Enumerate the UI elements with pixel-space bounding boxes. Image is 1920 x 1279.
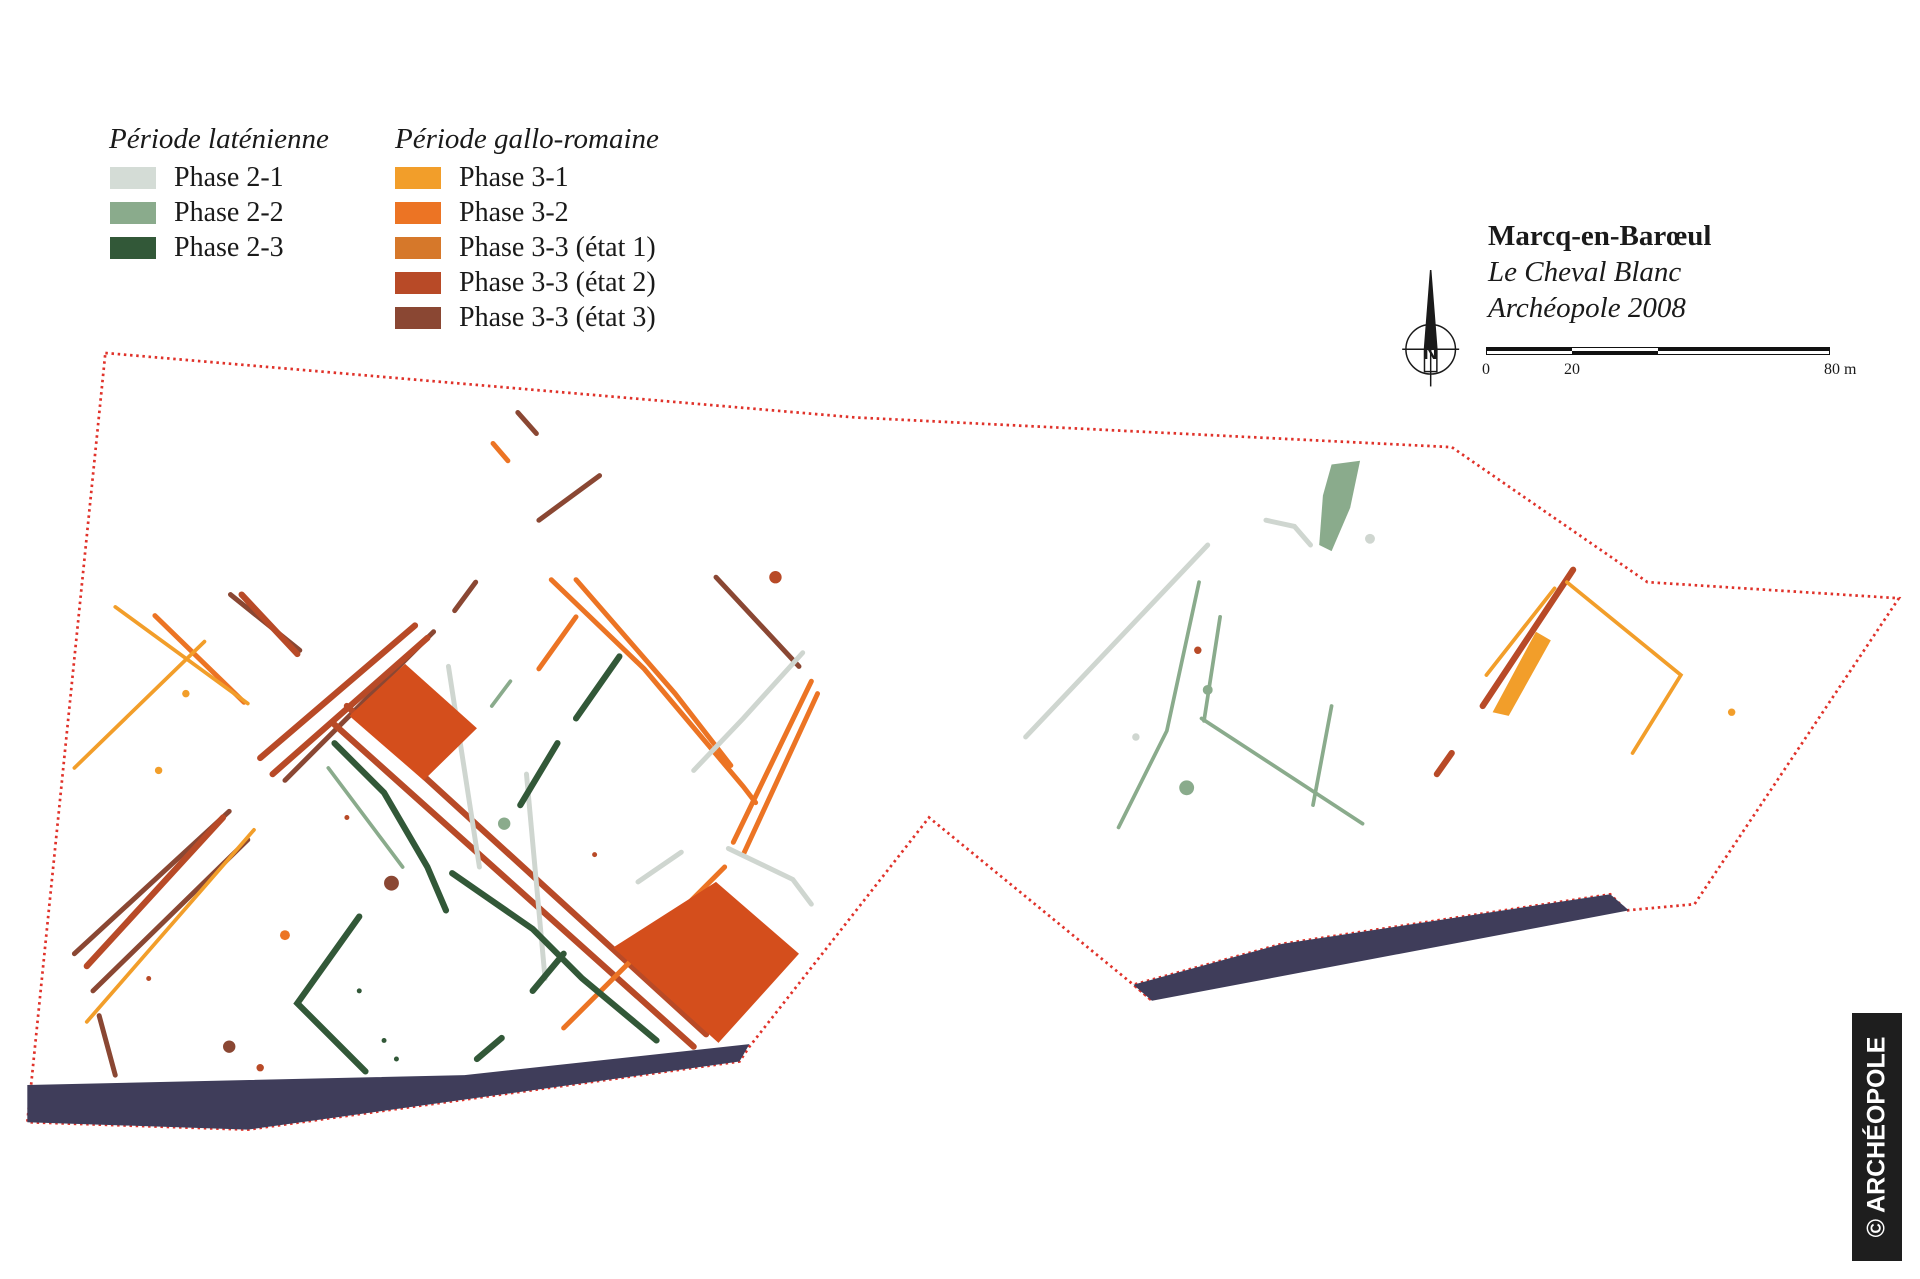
scale-tick-label: 0 [1482,361,1490,378]
place-name: Le Cheval Blanc [1488,256,1682,288]
site-name: Marcq-en-Barœul [1488,220,1712,252]
legend-swatch [395,166,441,189]
scale-tick-label: 80 m [1824,361,1857,378]
legend-label: Phase 3-3 (état 2) [459,266,656,298]
map-features [71,409,1736,1078]
legend-swatch [110,236,156,259]
legend-label: Phase 2-2 [174,196,284,228]
north-arrow-icon: N [1402,269,1460,387]
legend-item: Phase 2-3 [110,230,329,265]
legend-gallo: Période gallo-romaine Phase 3-1 Phase 3-… [395,123,659,335]
legend-item: Phase 3-3 (état 2) [395,265,659,300]
copyright-text: © ARCHÉOPOLE [1862,1036,1891,1238]
legend-item: Phase 3-3 (état 3) [395,300,659,335]
legend-swatch [395,306,441,329]
legend-label: Phase 2-1 [174,161,284,193]
legend-swatch [395,201,441,224]
road-band-right [1133,894,1629,1001]
legend-item: Phase 3-3 (état 1) [395,230,659,265]
legend-label: Phase 3-3 (état 1) [459,231,656,263]
copyright-badge: © ARCHÉOPOLE [1852,1013,1902,1261]
legend-label: Phase 3-2 [459,196,569,228]
scale-tick-label: 20 [1564,361,1580,378]
legend-swatch [395,271,441,294]
organization-year: Archéopole 2008 [1488,292,1686,324]
map-title-block: Marcq-en-Barœul Le Cheval Blanc Archéopo… [1488,218,1711,326]
legend-laten: Période laténienne Phase 2-1 Phase 2-2 P… [109,123,329,265]
legend-item: Phase 3-2 [395,195,659,230]
scale-bar-graphic [1486,347,1830,356]
legend-swatch [110,166,156,189]
legend-item: Phase 2-2 [110,195,329,230]
legend-label: Phase 3-3 (état 3) [459,301,656,333]
legend-title: Période gallo-romaine [395,123,659,155]
legend-swatch [110,201,156,224]
legend-swatch [395,236,441,259]
scale-bar: 0 20 80 m [1482,347,1856,378]
svg-text:N: N [1424,342,1438,364]
legend-item: Phase 3-1 [395,160,659,195]
legend-item: Phase 2-1 [110,160,329,195]
legend-label: Phase 3-1 [459,161,569,193]
legend-title: Période laténienne [109,123,329,155]
road-band-left [27,1044,750,1130]
legend-label: Phase 2-3 [174,231,284,263]
